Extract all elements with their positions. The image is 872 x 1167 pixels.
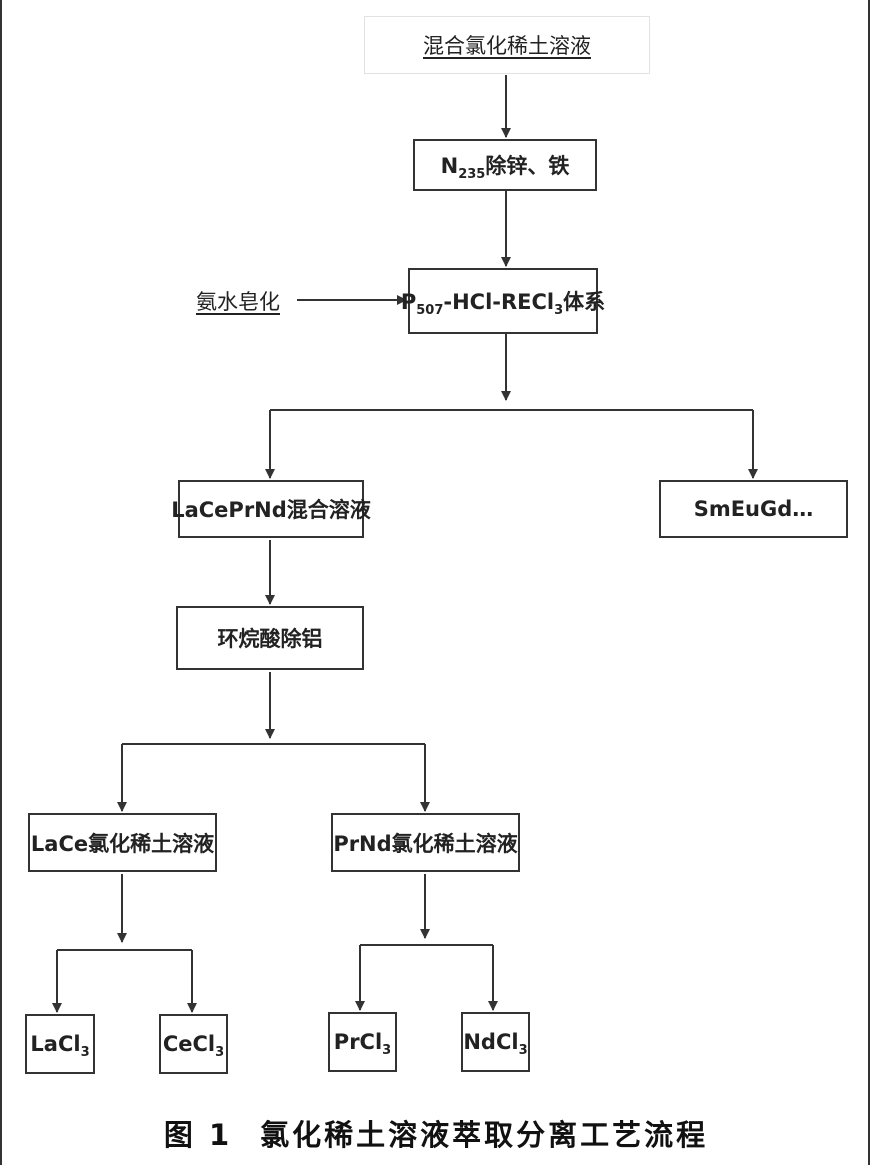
node-prcl3: PrCl3 <box>328 1012 397 1072</box>
node-lacl3: LaCl3 <box>25 1014 95 1074</box>
node-smeugd: SmEuGd… <box>659 480 848 538</box>
node-lace-solution: LaCe氯化稀土溶液 <box>28 813 217 872</box>
node-ammonia-label: 氨水皂化 <box>196 290 280 314</box>
node-lacepr-label: LaCePrNd混合溶液 <box>171 498 371 522</box>
node-ndcl3-label: NdCl3 <box>463 1030 528 1058</box>
node-lacepr-mixed: LaCePrNd混合溶液 <box>171 480 371 538</box>
node-cecl3-label: CeCl3 <box>162 1032 225 1060</box>
figure-number: 图 1 <box>163 1118 233 1152</box>
node-n235-label: N235除锌、铁 <box>440 154 570 182</box>
node-naphthenic-label: 环烷酸除铝 <box>217 627 323 651</box>
node-lacl3-label: LaCl3 <box>30 1032 90 1060</box>
node-ammonia-saponification: 氨水皂化 <box>180 278 296 324</box>
node-mixed-solution-label: 混合氯化稀土溶液 <box>423 34 591 58</box>
node-smeugd-label: SmEuGd… <box>693 497 814 521</box>
node-lace-label: LaCe氯化稀土溶液 <box>30 831 215 856</box>
node-ndcl3: NdCl3 <box>461 1012 530 1072</box>
node-prcl3-label: PrCl3 <box>333 1030 392 1058</box>
node-mixed-solution: 混合氯化稀土溶液 <box>364 16 650 74</box>
node-naphthenic-acid: 环烷酸除铝 <box>176 606 364 670</box>
node-prnd-label: PrNd氯化稀土溶液 <box>333 831 518 856</box>
figure-caption: 图 1 氯化稀土溶液萃取分离工艺流程 <box>0 1112 872 1154</box>
node-p507-system: P507-HCl-RECl3体系 <box>401 268 605 334</box>
node-p507-label: P507-HCl-RECl3体系 <box>400 290 606 318</box>
node-prnd-solution: PrNd氯化稀土溶液 <box>331 813 520 872</box>
node-cecl3: CeCl3 <box>159 1014 228 1074</box>
node-n235: N235除锌、铁 <box>413 139 597 191</box>
figure-title: 氯化稀土溶液萃取分离工艺流程 <box>260 1118 709 1152</box>
